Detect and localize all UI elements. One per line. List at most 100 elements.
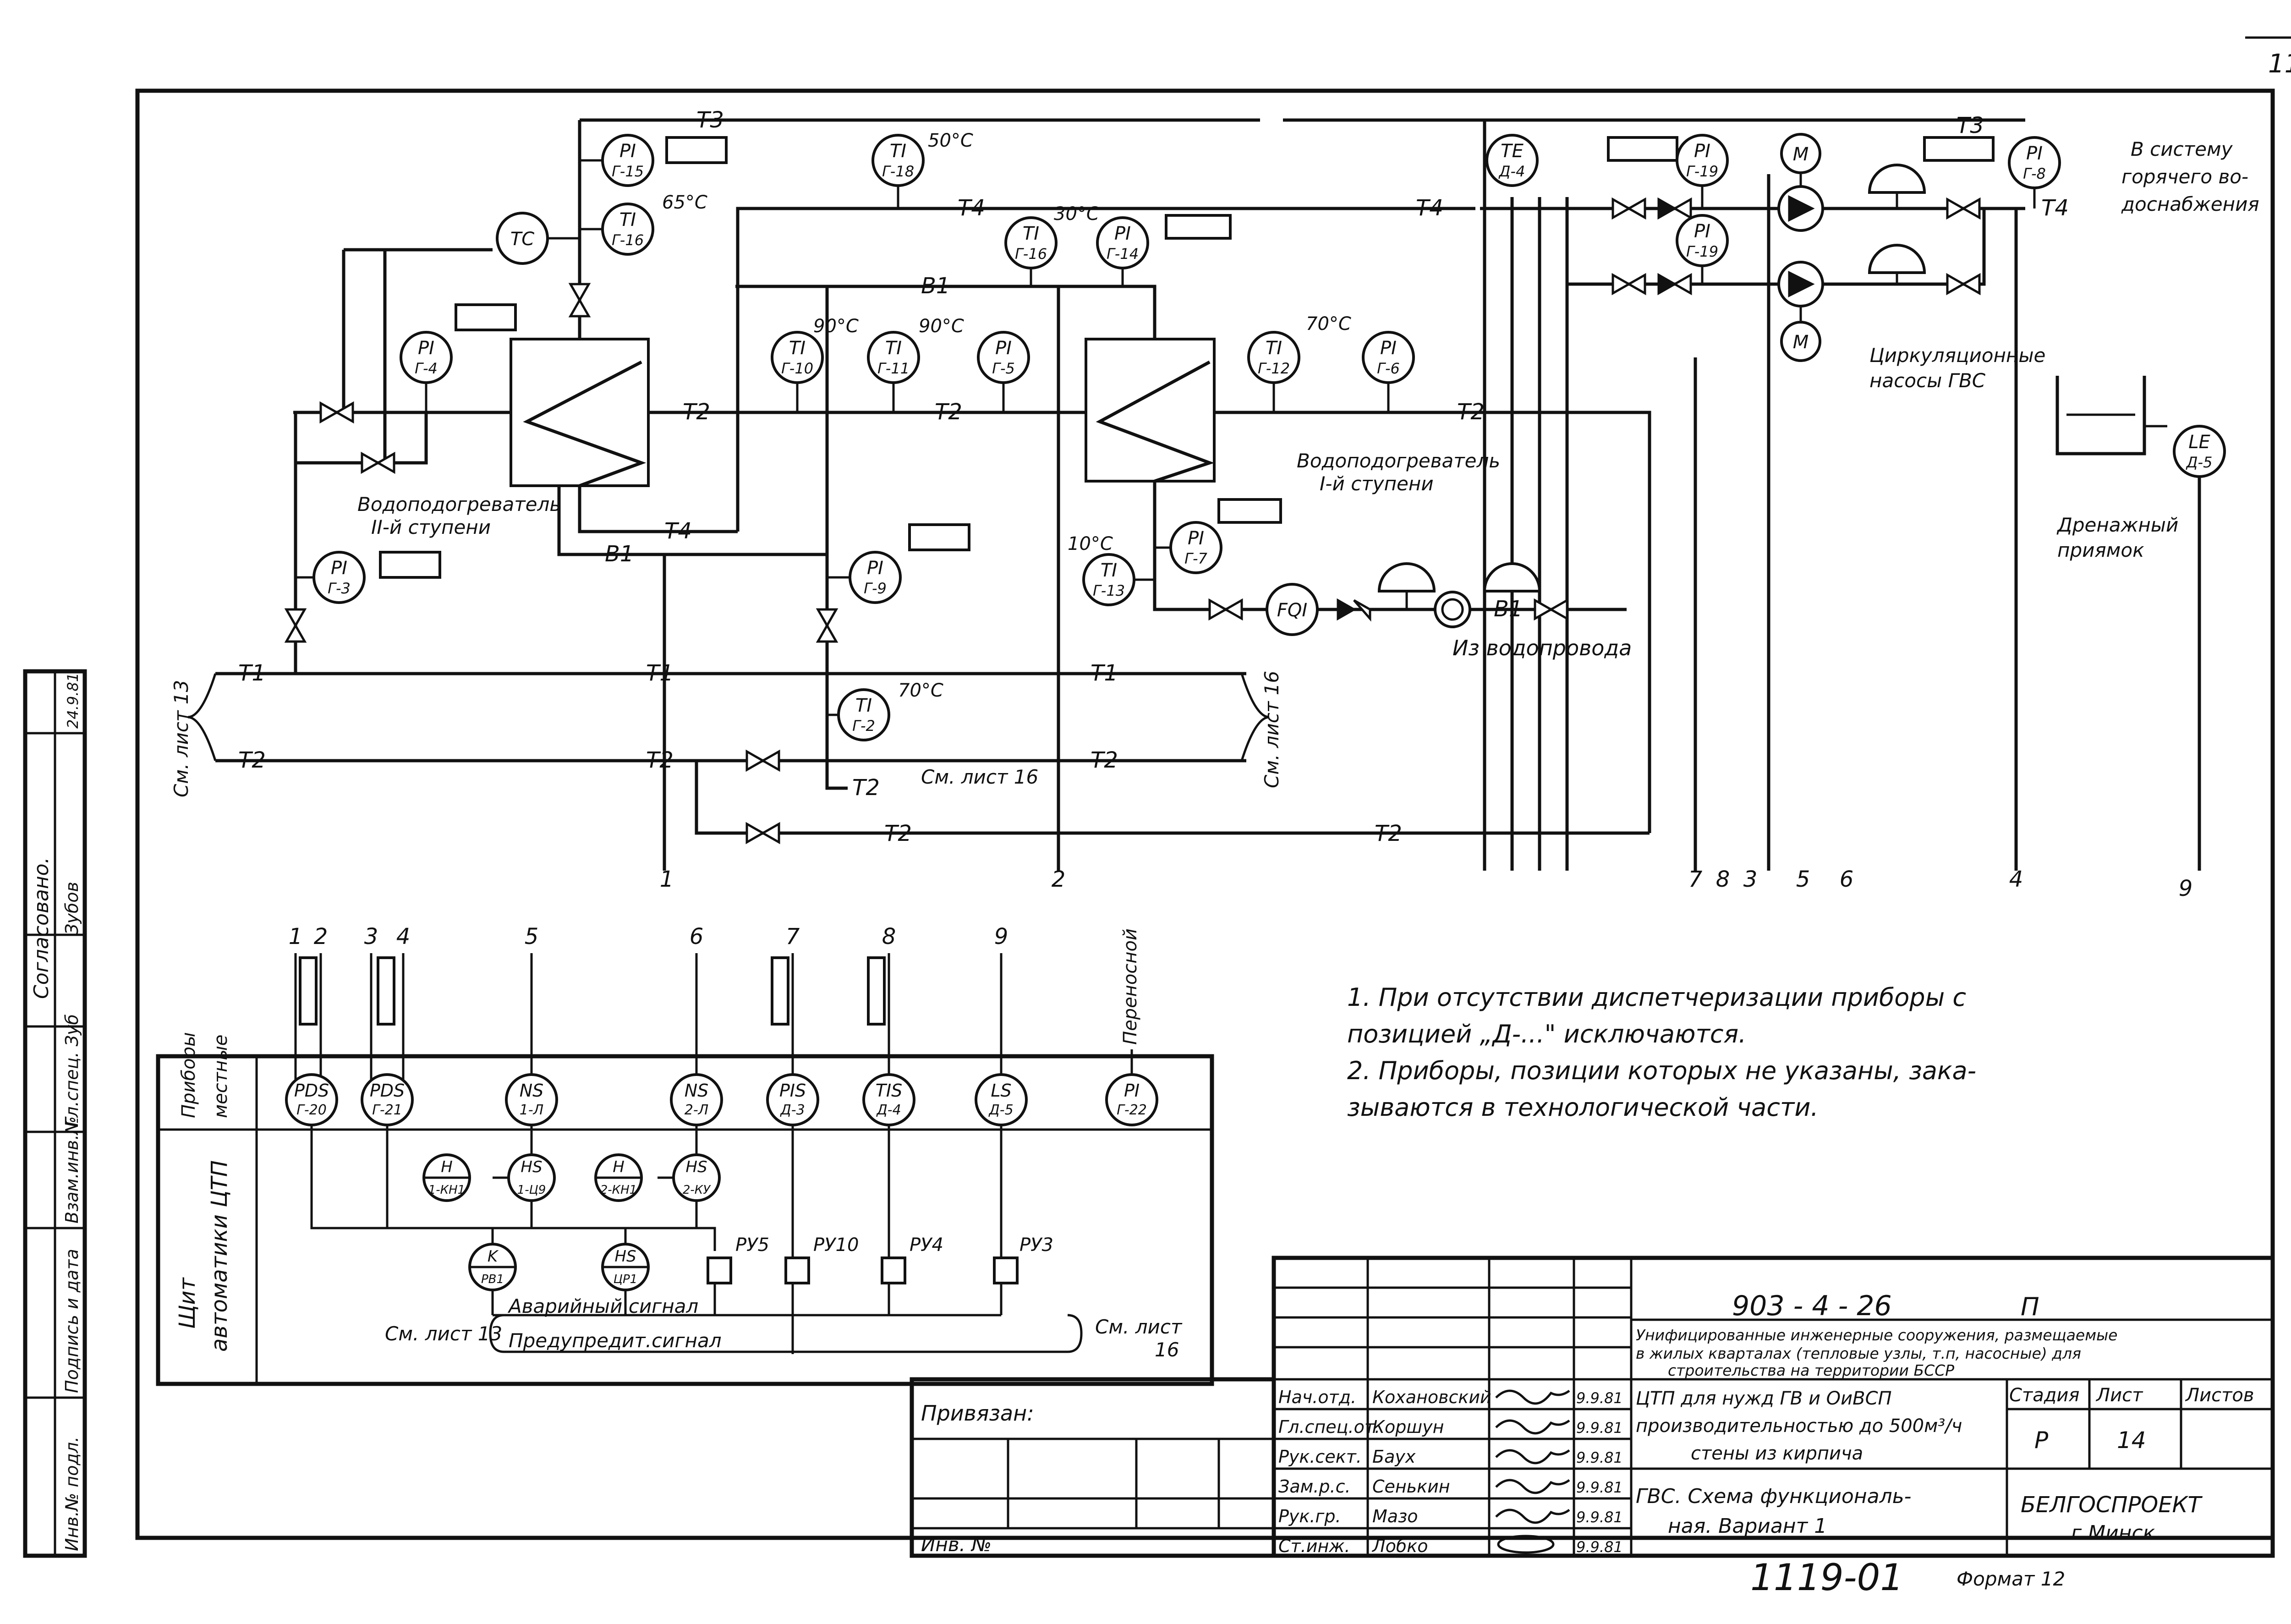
side-name: Зубов	[62, 882, 82, 935]
line-label-t3: T3	[696, 107, 724, 133]
water-meter	[1434, 591, 1471, 628]
date-2: 9.9.81	[1576, 1419, 1623, 1437]
automation-panel	[156, 1054, 1214, 1386]
actuators	[1377, 164, 1926, 609]
role-6: Ст.инж.	[1278, 1536, 1350, 1556]
le-d5-tag: LE	[2188, 432, 2210, 453]
ti-g12-pos: Г-12	[1258, 360, 1290, 377]
ti-g13-tag: TI	[1101, 560, 1117, 581]
ns-1l-pos: 1-Л	[520, 1102, 543, 1118]
le-d5-pos: Д-5	[2186, 454, 2213, 471]
side-date: 24.9.81	[64, 673, 82, 729]
relay-ru10: РУ10	[813, 1234, 859, 1256]
hs-cr1-pos: ЦР1	[614, 1273, 637, 1286]
project-line-2: производительностью до 500м³/ч	[1636, 1416, 1962, 1437]
role-5: Рук.гр.	[1278, 1506, 1341, 1526]
pi-g3-pos: Г-3	[328, 580, 351, 597]
pi-g6-instrument	[1362, 331, 1415, 412]
to-system-2: горячего во-	[2121, 165, 2248, 188]
ti-g13-pos: Г-13	[1093, 582, 1125, 599]
line-label-t2g: T2	[852, 775, 880, 801]
side-agreed: Согласовано.	[30, 857, 53, 999]
te-d4-tag: TE	[1501, 141, 1524, 162]
drawing-code: 903 - 4 - 26	[1732, 1290, 1892, 1322]
panel-number-9: 9	[994, 924, 1008, 949]
line-label-t1b: T1	[646, 660, 674, 686]
organization: БЕЛГОСПРОЕКТ	[2021, 1492, 2203, 1518]
panel-row-local-a: Приборы	[178, 1032, 199, 1118]
temp-10: 10°C	[1068, 533, 1113, 554]
pds-g21-pos: Г-21	[372, 1102, 402, 1118]
pumps	[1777, 174, 1824, 321]
temp-70a: 70°C	[1306, 313, 1351, 335]
to-system-3: доснабжения	[2121, 193, 2259, 215]
tc-instrument	[496, 212, 580, 265]
name-3: Баух	[1372, 1447, 1416, 1467]
pi-g7-pos: Г-7	[1184, 550, 1207, 567]
hs-1c9-pos: 1-Ц9	[517, 1183, 546, 1197]
fqi-tag: FQI	[1277, 600, 1307, 621]
stage-value: Р	[2034, 1427, 2049, 1454]
ti-g13-instrument	[1082, 553, 1155, 606]
temp-90b: 90°C	[919, 316, 964, 337]
pi-g14-pos: Г-14	[1107, 245, 1139, 263]
hs-1c9-tag: HS	[521, 1158, 542, 1176]
ns-2l-pos: 2-Л	[685, 1102, 708, 1118]
panel-see-sheet-13: См. лист 13	[385, 1322, 502, 1345]
pds-g21-tag: PDS	[370, 1081, 405, 1101]
panel-row-board-a: Щит	[175, 1277, 200, 1329]
sheet-header: Лист	[2095, 1385, 2143, 1406]
hs-2ku-pos: 2-КУ	[683, 1183, 711, 1197]
hs-2ku-tag: HS	[685, 1158, 707, 1176]
side-chief: Гл.спец. Зуб	[62, 1014, 82, 1127]
k-rv1-tag: K	[488, 1247, 499, 1266]
h-2kn1-tag: H	[613, 1158, 625, 1176]
ti-g2-instrument	[827, 688, 890, 741]
heater-2-stage: II-й ступени	[371, 516, 491, 538]
ti-g2-pos: Г-2	[852, 717, 875, 735]
notes: 1. При отсутствии диспетчеризации прибор…	[1347, 983, 1976, 1122]
archive-number: 1119-01	[1750, 1556, 1903, 1599]
valves	[284, 197, 1981, 845]
motor-2	[1780, 321, 1821, 362]
riser-number-8: 8	[1716, 867, 1730, 892]
sheet-title-2: ная. Вариант 1	[1668, 1514, 1827, 1538]
ns-2l-tag: NS	[685, 1081, 709, 1101]
note-2-line-1: 2. Приборы, позиции которых не указаны, …	[1347, 1056, 1976, 1085]
line-label-t2c: T2	[1457, 399, 1485, 425]
sheet-format: Формат 12	[1957, 1568, 2065, 1590]
page-number: 114	[2268, 49, 2291, 79]
pi-g14-tag: PI	[1114, 223, 1131, 244]
ti-g16-instrument	[580, 203, 654, 256]
panel-number-5: 5	[525, 924, 539, 949]
side-replace-inv: Взам.инв.№	[62, 1116, 82, 1223]
panel-riser-lines	[294, 953, 1133, 1086]
te-d4-pos: Д-4	[1498, 163, 1525, 180]
line-label-t3b: T3	[1957, 113, 1984, 138]
line-label-t2a: T2	[683, 399, 710, 425]
line-label-t4c: T4	[2041, 195, 2069, 221]
side-signature-date: Подпись и дата	[62, 1249, 82, 1393]
panel-wiring	[310, 1125, 1083, 1354]
side-stamp	[23, 669, 87, 1558]
k-rv1-pos: РВ1	[481, 1273, 504, 1286]
role-2: Гл.спец.от.	[1278, 1417, 1380, 1437]
alarm-signal-label: Аварийный сигнал	[507, 1295, 698, 1317]
line-label-t2i: T2	[1375, 821, 1402, 846]
portable-label: Переносной	[1120, 928, 1141, 1045]
panel-number-8: 8	[882, 924, 896, 949]
pi-g19b-pos: Г-19	[1686, 243, 1718, 260]
temp-50: 50°C	[928, 130, 973, 151]
ti-g11-tag: TI	[885, 338, 902, 359]
tis-d4-tag: TIS	[876, 1081, 903, 1101]
ti-g12-instrument	[1247, 331, 1300, 412]
ti-g18-pos: Г-18	[882, 163, 914, 180]
panel-number-7: 7	[786, 924, 800, 949]
panel-number-1: 1	[289, 924, 303, 949]
project-line-1: ЦТП для нужд ГВ и ОиВСП	[1636, 1388, 1892, 1409]
ti-g16b-tag: TI	[1023, 223, 1039, 244]
title-block	[910, 1256, 2275, 1558]
heater-2-label: Водоподогреватель	[357, 493, 561, 516]
attached-label: Привязан:	[921, 1401, 1034, 1426]
date-3: 9.9.81	[1576, 1449, 1623, 1466]
